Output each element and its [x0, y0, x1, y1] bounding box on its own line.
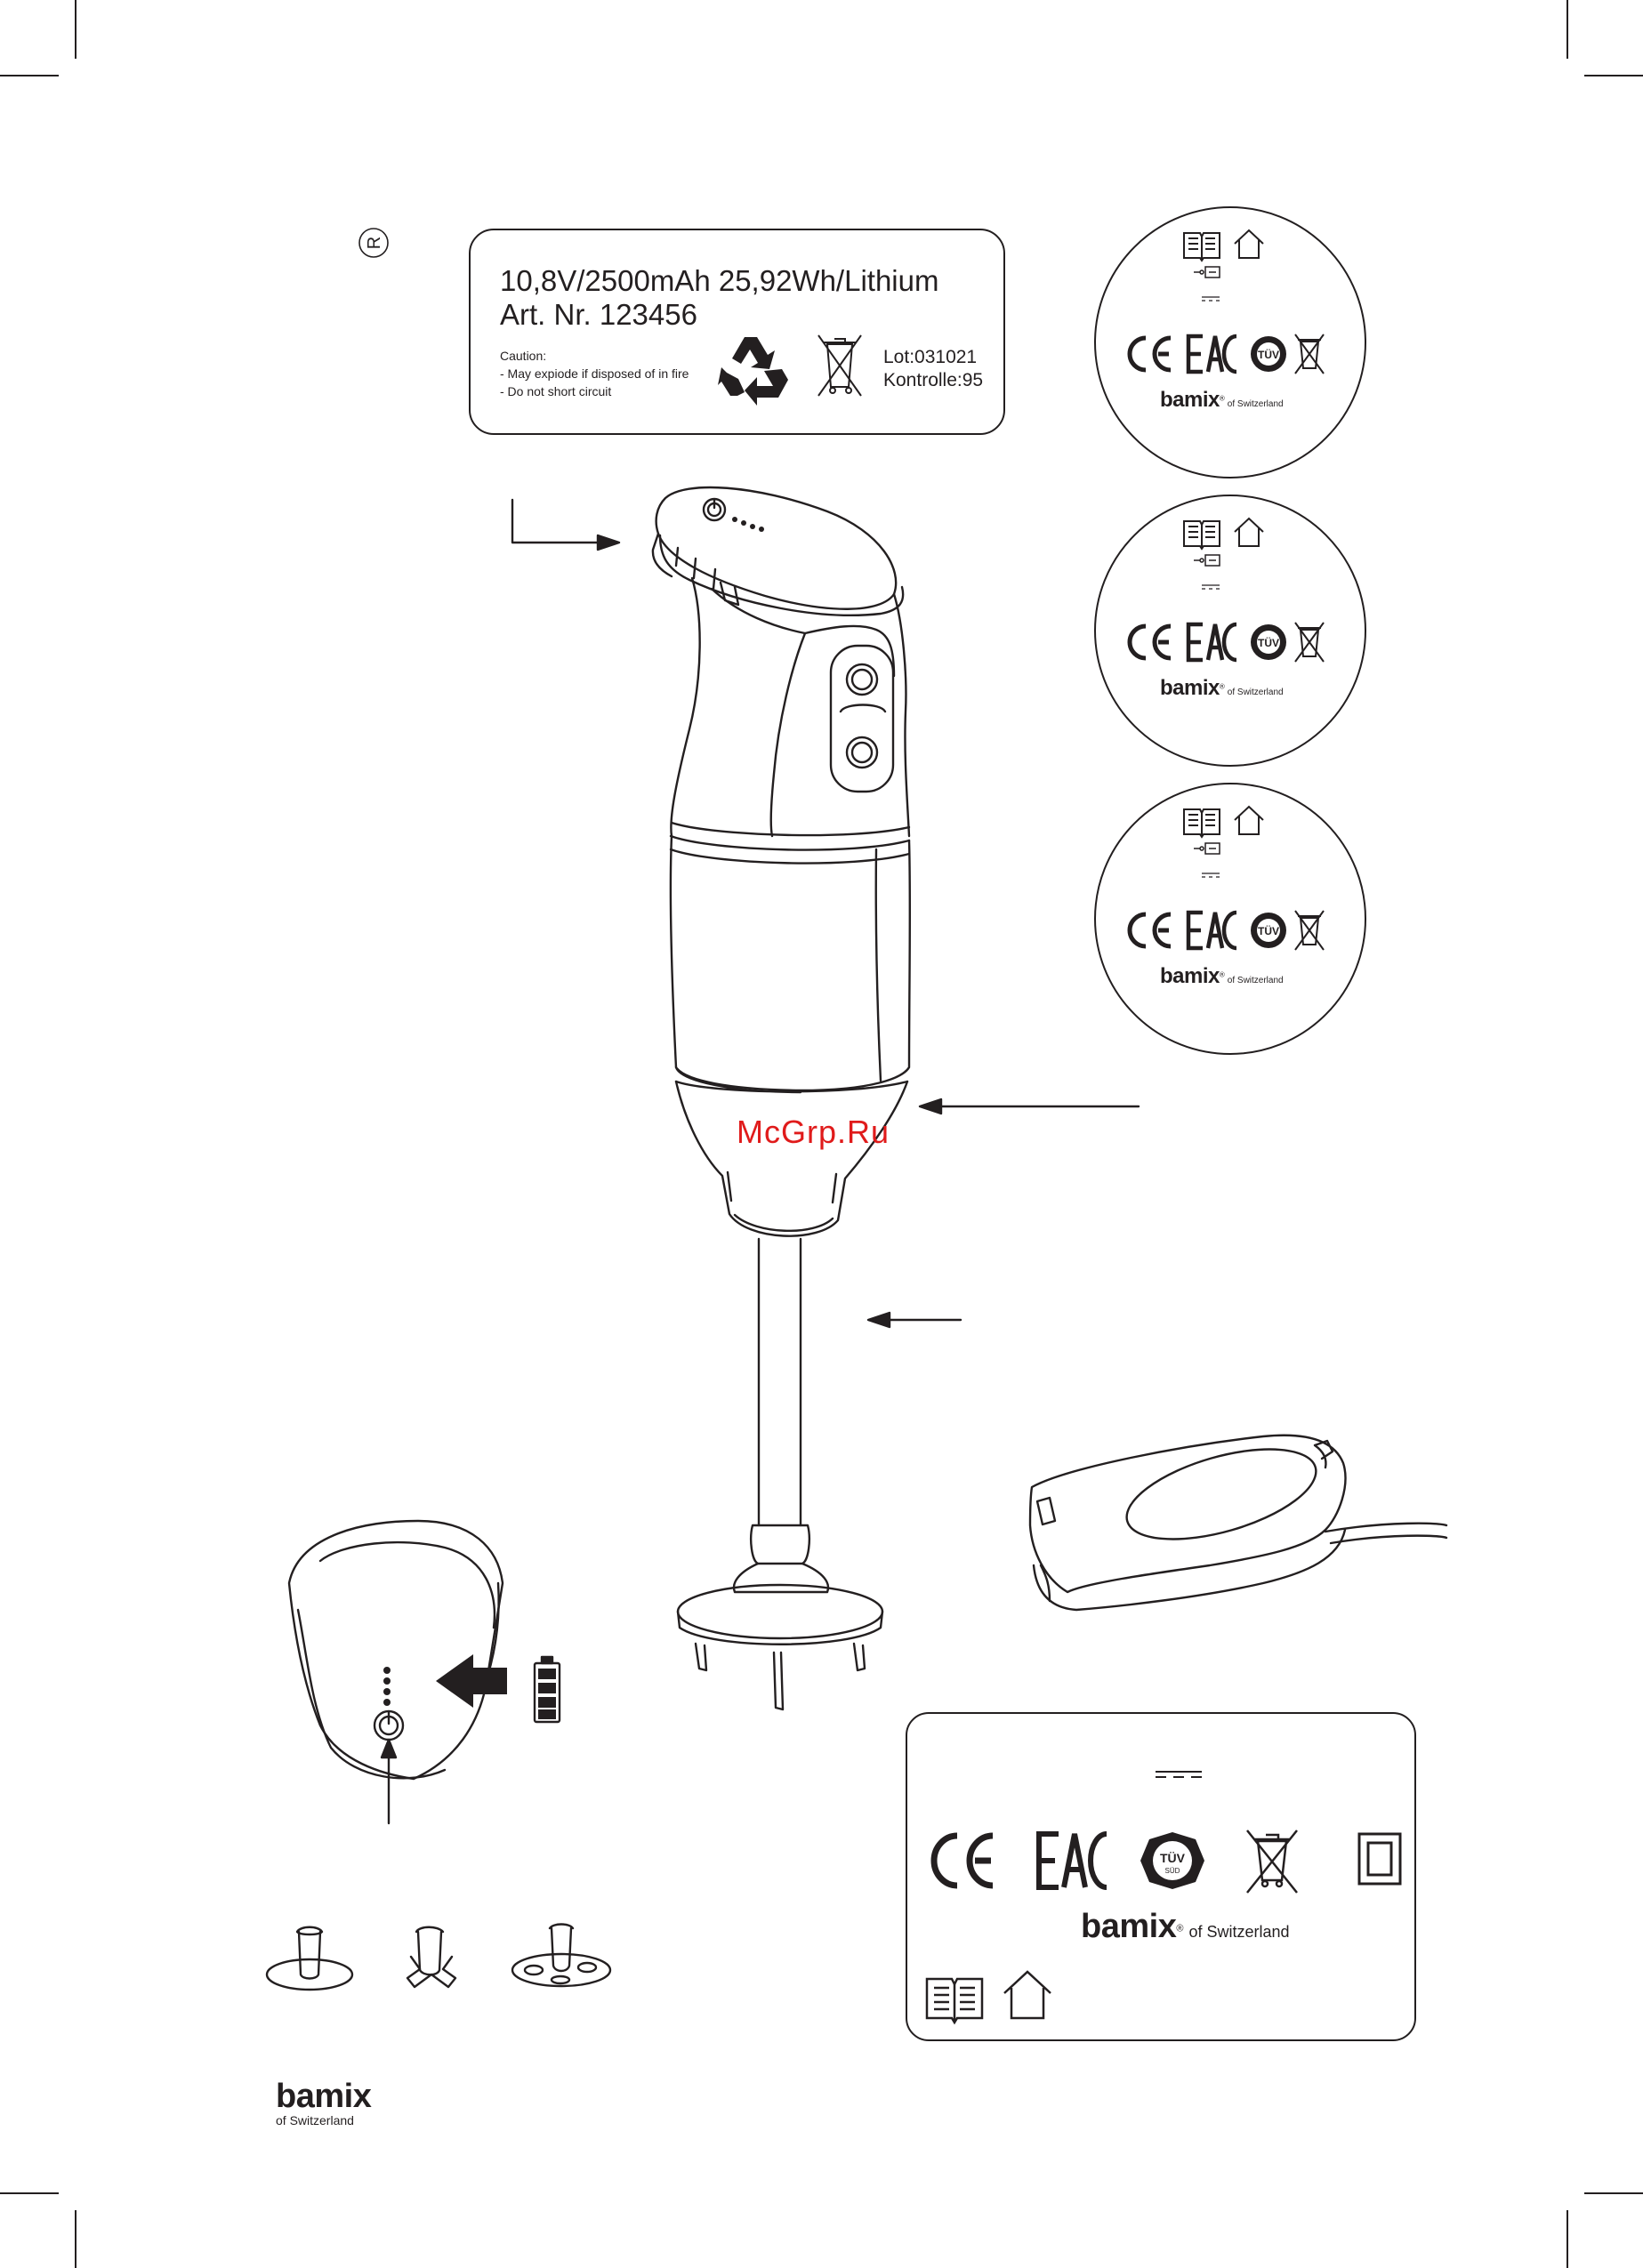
blender-handle	[671, 578, 909, 836]
blender-body	[671, 823, 910, 1092]
pointer-arrow-shaft	[868, 1313, 961, 1327]
attachment-disc	[267, 1927, 352, 1990]
dc-symbol-icon	[1154, 1769, 1204, 1780]
blender-blade-guard	[678, 1564, 882, 1709]
brand-name: bamix	[1081, 1908, 1176, 1945]
crossed-bin-icon	[1247, 1830, 1297, 1893]
blender-shaft	[751, 1239, 809, 1564]
closeup-power-button-icon	[375, 1711, 403, 1740]
footer-brand-logo: bamix of Switzerland	[276, 2079, 371, 2127]
house-icon	[1001, 1966, 1054, 2022]
double-insulation-icon	[1359, 1834, 1400, 1884]
power-button-icon	[704, 499, 725, 520]
watermark-text: McGrp.Ru	[737, 1114, 890, 1151]
attachment-blade	[407, 1927, 455, 1987]
attachment-whisk	[512, 1925, 610, 1987]
brand-name: bamix	[276, 2079, 371, 2113]
battery-level-icon	[535, 1657, 560, 1722]
brand-subtitle: of Switzerland	[276, 2113, 371, 2127]
pointer-arrow-body	[920, 1099, 1139, 1114]
certification-marks: TÜV SÜD	[923, 1825, 1404, 1896]
charging-station	[1030, 1431, 1446, 1610]
blender-motor-cone	[676, 1082, 907, 1236]
battery-level-leds	[732, 517, 764, 532]
brand-subtitle: of Switzerland	[1188, 1923, 1289, 1941]
closeup-pointer-arrow	[382, 1740, 396, 1823]
tuv-sub-text: SÜD	[1165, 1867, 1180, 1875]
tuv-mark-icon: TÜV SÜD	[1140, 1832, 1204, 1889]
manual-book-icon	[923, 1972, 986, 2025]
led-pointer-arrow	[436, 1654, 507, 1708]
blender-head	[653, 487, 903, 615]
compliance-marks-panel: TÜV SÜD bamix®of Switzerland	[906, 1712, 1416, 2041]
pointer-arrow-top	[512, 500, 619, 550]
panel-brand: bamix®of Switzerland	[1081, 1908, 1290, 1946]
head-closeup	[289, 1521, 503, 1779]
closeup-battery-leds	[383, 1667, 391, 1706]
tuv-text: TÜV	[1160, 1851, 1186, 1865]
